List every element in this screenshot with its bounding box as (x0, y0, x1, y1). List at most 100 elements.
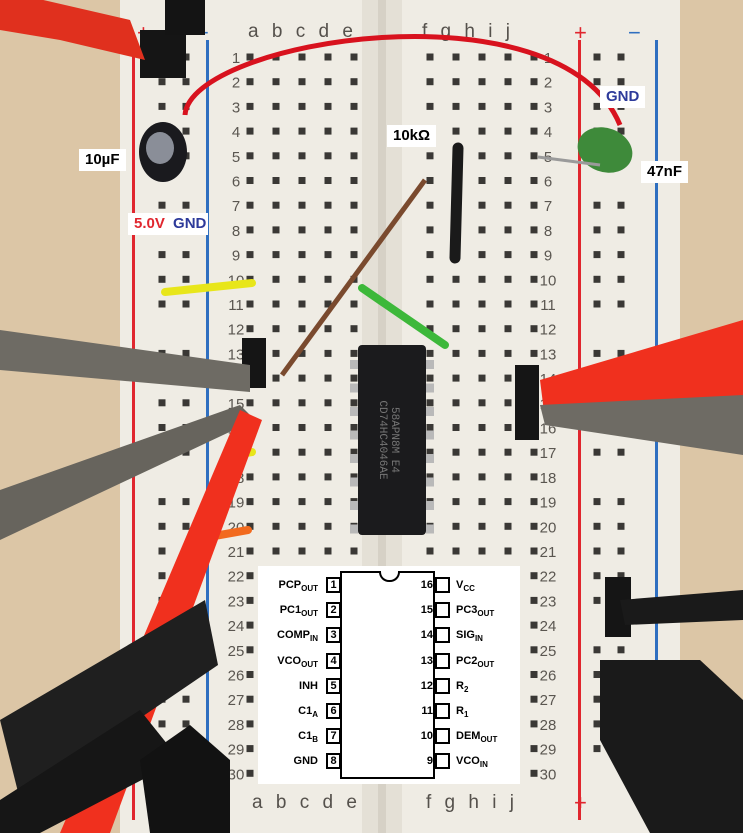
breadboard-hole (246, 78, 254, 86)
breadboard-hole (324, 152, 332, 160)
row-number-left: 11 (228, 297, 244, 314)
row-number-right: 23 (540, 593, 557, 610)
breadboard-hole (298, 226, 306, 234)
breadboard-hole (452, 300, 460, 308)
pin-name-4: VCOOUT (258, 654, 318, 672)
row-number-left: 25 (228, 643, 245, 660)
breadboard-hole (350, 547, 358, 555)
rail-hole (593, 720, 601, 728)
rail-hole (593, 349, 601, 357)
breadboard-hole (246, 152, 254, 160)
label-gnd-left: GND (173, 215, 207, 232)
pin-box-7: 7 (326, 728, 341, 745)
rail-hole (593, 251, 601, 259)
rail-hole (158, 424, 166, 431)
row-number-right: 2 (544, 75, 552, 92)
rail-hole (158, 522, 166, 530)
rail-hole (158, 275, 166, 283)
breadboard-hole (298, 399, 306, 407)
breadboard-hole (324, 53, 332, 61)
row-number-left: 1 (232, 50, 240, 67)
breadboard-hole (272, 547, 280, 555)
pin-box-14 (435, 627, 450, 644)
pin-box-1: 1 (326, 577, 341, 593)
breadboard-hole (246, 53, 254, 61)
chip-leg-left (350, 430, 358, 440)
breadboard-hole (452, 102, 460, 110)
breadboard-hole (324, 399, 332, 407)
pin-name-base: C1 (298, 705, 313, 717)
row-number-left: 6 (232, 174, 240, 191)
row-number-right: 19 (540, 495, 557, 512)
chip-leg-left (350, 477, 358, 487)
breadboard-hole (246, 498, 254, 506)
rail-hole (617, 275, 625, 283)
pin-name-7: C1B (258, 729, 318, 747)
breadboard-hole (478, 547, 486, 555)
breadboard-hole (504, 547, 512, 555)
breadboard-hole (246, 300, 254, 308)
rail-hole (182, 498, 190, 506)
breadboard-hole (530, 226, 538, 234)
breadboard-hole (298, 325, 306, 333)
pin-name-subscript: OUT (480, 735, 498, 745)
pin-name-base: SIG (456, 629, 475, 642)
capacitor-47nf (537, 127, 633, 173)
row-number-right: 13 (540, 346, 557, 363)
pinout-chip-notch (379, 571, 400, 582)
breadboard-hole (298, 448, 306, 456)
pin-name-base: VCO (277, 654, 302, 667)
right-rail-plus: + (574, 20, 587, 45)
breadboard-hole (504, 78, 512, 86)
breadboard-hole (504, 251, 512, 259)
breadboard-hole (298, 102, 306, 110)
breadboard-hole (272, 399, 280, 407)
rail-hole (593, 498, 601, 506)
breadboard-hole (530, 251, 538, 259)
breadboard-hole (246, 695, 254, 703)
left-rail-red-stripe (132, 40, 135, 820)
pin-name-subscript: IN (310, 634, 318, 644)
breadboard-hole (246, 251, 254, 259)
column-letters-bottom-right: f g h i j (426, 792, 518, 813)
pin-name-base: V (456, 579, 464, 591)
breadboard-hole (426, 201, 434, 209)
red-clip-top-left (0, 0, 145, 60)
breadboard-hole (298, 498, 306, 506)
breadboard-hole (530, 275, 538, 283)
breadboard-hole (246, 102, 254, 110)
pin-name-base: PC1 (279, 604, 302, 617)
breadboard-hole (246, 325, 254, 333)
breadboard-hole (324, 300, 332, 308)
breadboard-hole (478, 325, 486, 333)
breadboard-hole (452, 522, 460, 530)
column-letters-top-left: a b c d e (248, 21, 357, 42)
row-number-left: 30 (228, 766, 245, 783)
pin-name-8: GND (258, 754, 318, 768)
breadboard-hole (246, 720, 254, 728)
breadboard-hole (324, 226, 332, 234)
breadboard-hole (530, 201, 538, 209)
rail-hole (158, 498, 166, 506)
rail-hole (593, 547, 601, 555)
gray-probe-right (540, 395, 743, 455)
pin-name-subscript: A (312, 710, 318, 720)
rail-hole (182, 522, 190, 530)
row-number-right: 25 (540, 643, 557, 660)
breadboard-hole (272, 522, 280, 530)
chip-leg-left (350, 383, 358, 393)
pin-name-base: PCP (278, 579, 302, 591)
row-number-right: 12 (540, 322, 557, 339)
gray-probe-left-upper (0, 330, 250, 392)
rail-hole (182, 78, 190, 86)
pin-name-subscript: IN (479, 760, 488, 770)
pin-name-subscript: 1 (463, 710, 469, 720)
pin-name-6: C1A (258, 704, 318, 722)
row-number-right: 22 (540, 569, 557, 586)
pin-name-1: PCPOUT (258, 578, 318, 596)
breadboard-hole (452, 349, 460, 357)
breadboard-hole (530, 720, 538, 728)
breadboard-hole (272, 424, 280, 431)
breadboard-hole (504, 374, 512, 382)
breadboard-hole (324, 127, 332, 135)
